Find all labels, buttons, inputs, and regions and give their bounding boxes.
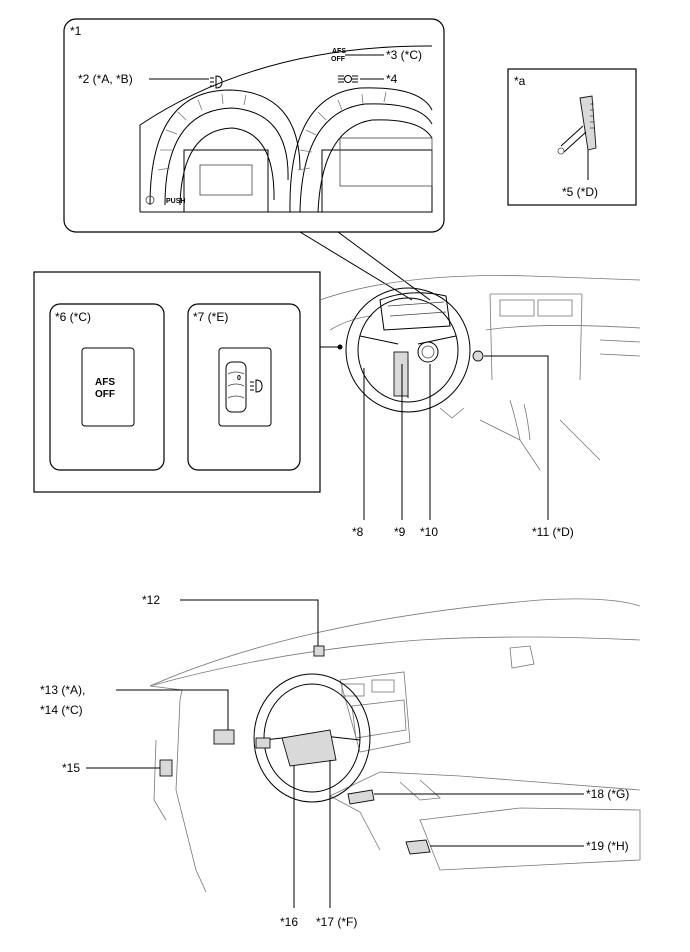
steering-column-assembly xyxy=(281,729,337,767)
callout-12: *12 xyxy=(142,593,160,607)
lower-panel-switches xyxy=(213,729,235,745)
right-gauge-ring xyxy=(289,87,433,213)
instrument-cluster xyxy=(379,292,451,331)
dial-zero-label: 0 xyxy=(237,375,241,382)
closeup-pointer-line xyxy=(299,231,413,301)
sensor-detail-panel: *a *5 (*D) xyxy=(507,68,637,206)
callout-13: *13 (*A), xyxy=(40,683,85,697)
steering-wheel-lower xyxy=(253,673,371,803)
callout-5: *5 (*D) xyxy=(562,185,598,199)
callout-3: *3 (*C) xyxy=(386,48,422,62)
callout-16: *16 xyxy=(280,915,298,929)
callout-19: *19 (*H) xyxy=(586,839,629,853)
meter-closeup-panel: *1 PUSH AFS OFF xyxy=(63,18,445,233)
callout-7: *7 (*E) xyxy=(193,310,228,324)
afs-off-switch xyxy=(81,347,135,427)
callout-6: *6 (*C) xyxy=(55,310,91,324)
callout-8: *8 xyxy=(352,525,364,539)
afs-off-indicator-label: OFF xyxy=(331,56,346,63)
headlamp-leveling-switch xyxy=(218,347,272,427)
callout-10: *10 xyxy=(420,525,438,539)
headlamp-leveling-switch-panel xyxy=(187,303,301,471)
switch-detail-panel: *6 (*C) AFS OFF *7 (*E) 0 xyxy=(33,271,321,493)
console-ecu xyxy=(347,789,375,805)
driver-cockpit-view: *8 *9 *10 *11 (*D) xyxy=(319,275,641,539)
odo-reset-knob xyxy=(145,195,155,205)
leveling-dial xyxy=(225,361,247,413)
meter-top-edge xyxy=(139,45,433,212)
callout-18: *18 (*G) xyxy=(586,787,629,801)
callout-9: *9 xyxy=(394,525,406,539)
afs-indicator-label: AFS xyxy=(332,48,346,55)
callout-a: *a xyxy=(514,74,526,88)
callout-17: *17 (*F) xyxy=(316,915,357,929)
vehicle-interior-view: *12 *13 (*A), *14 (*C) *15 *16 *17 (*F) … xyxy=(40,593,641,929)
leveling-switch-headlamp-icon xyxy=(250,379,263,393)
callout-14: *14 (*C) xyxy=(40,703,83,717)
dashboard-top xyxy=(149,598,641,687)
off-switch-label: OFF xyxy=(95,389,115,400)
push-start-area xyxy=(472,350,484,362)
afs-switch-label: AFS xyxy=(95,377,115,388)
height-control-sensor-arm xyxy=(560,125,587,153)
left-gauge-ring xyxy=(149,89,301,206)
steering-wheel xyxy=(345,287,471,413)
dash-top-sensor xyxy=(313,645,325,657)
callout-15: *15 xyxy=(62,761,80,775)
push-label: PUSH xyxy=(166,198,185,205)
steering-column-parts xyxy=(393,351,409,397)
callout-4: *4 xyxy=(386,72,398,86)
callout-1: *1 xyxy=(70,24,82,38)
headlamp-leveling-indicator-icon xyxy=(210,75,223,89)
callout-11: *11 (*D) xyxy=(532,525,574,539)
floor-ecu xyxy=(405,839,431,855)
pillar-part xyxy=(159,759,173,777)
callout-2: *2 (*A, *B) xyxy=(78,72,133,86)
spiral-cable xyxy=(417,341,439,363)
auto-high-beam-indicator-icon xyxy=(338,75,358,83)
right-vent xyxy=(509,645,535,669)
afs-off-switch-panel xyxy=(49,303,165,471)
